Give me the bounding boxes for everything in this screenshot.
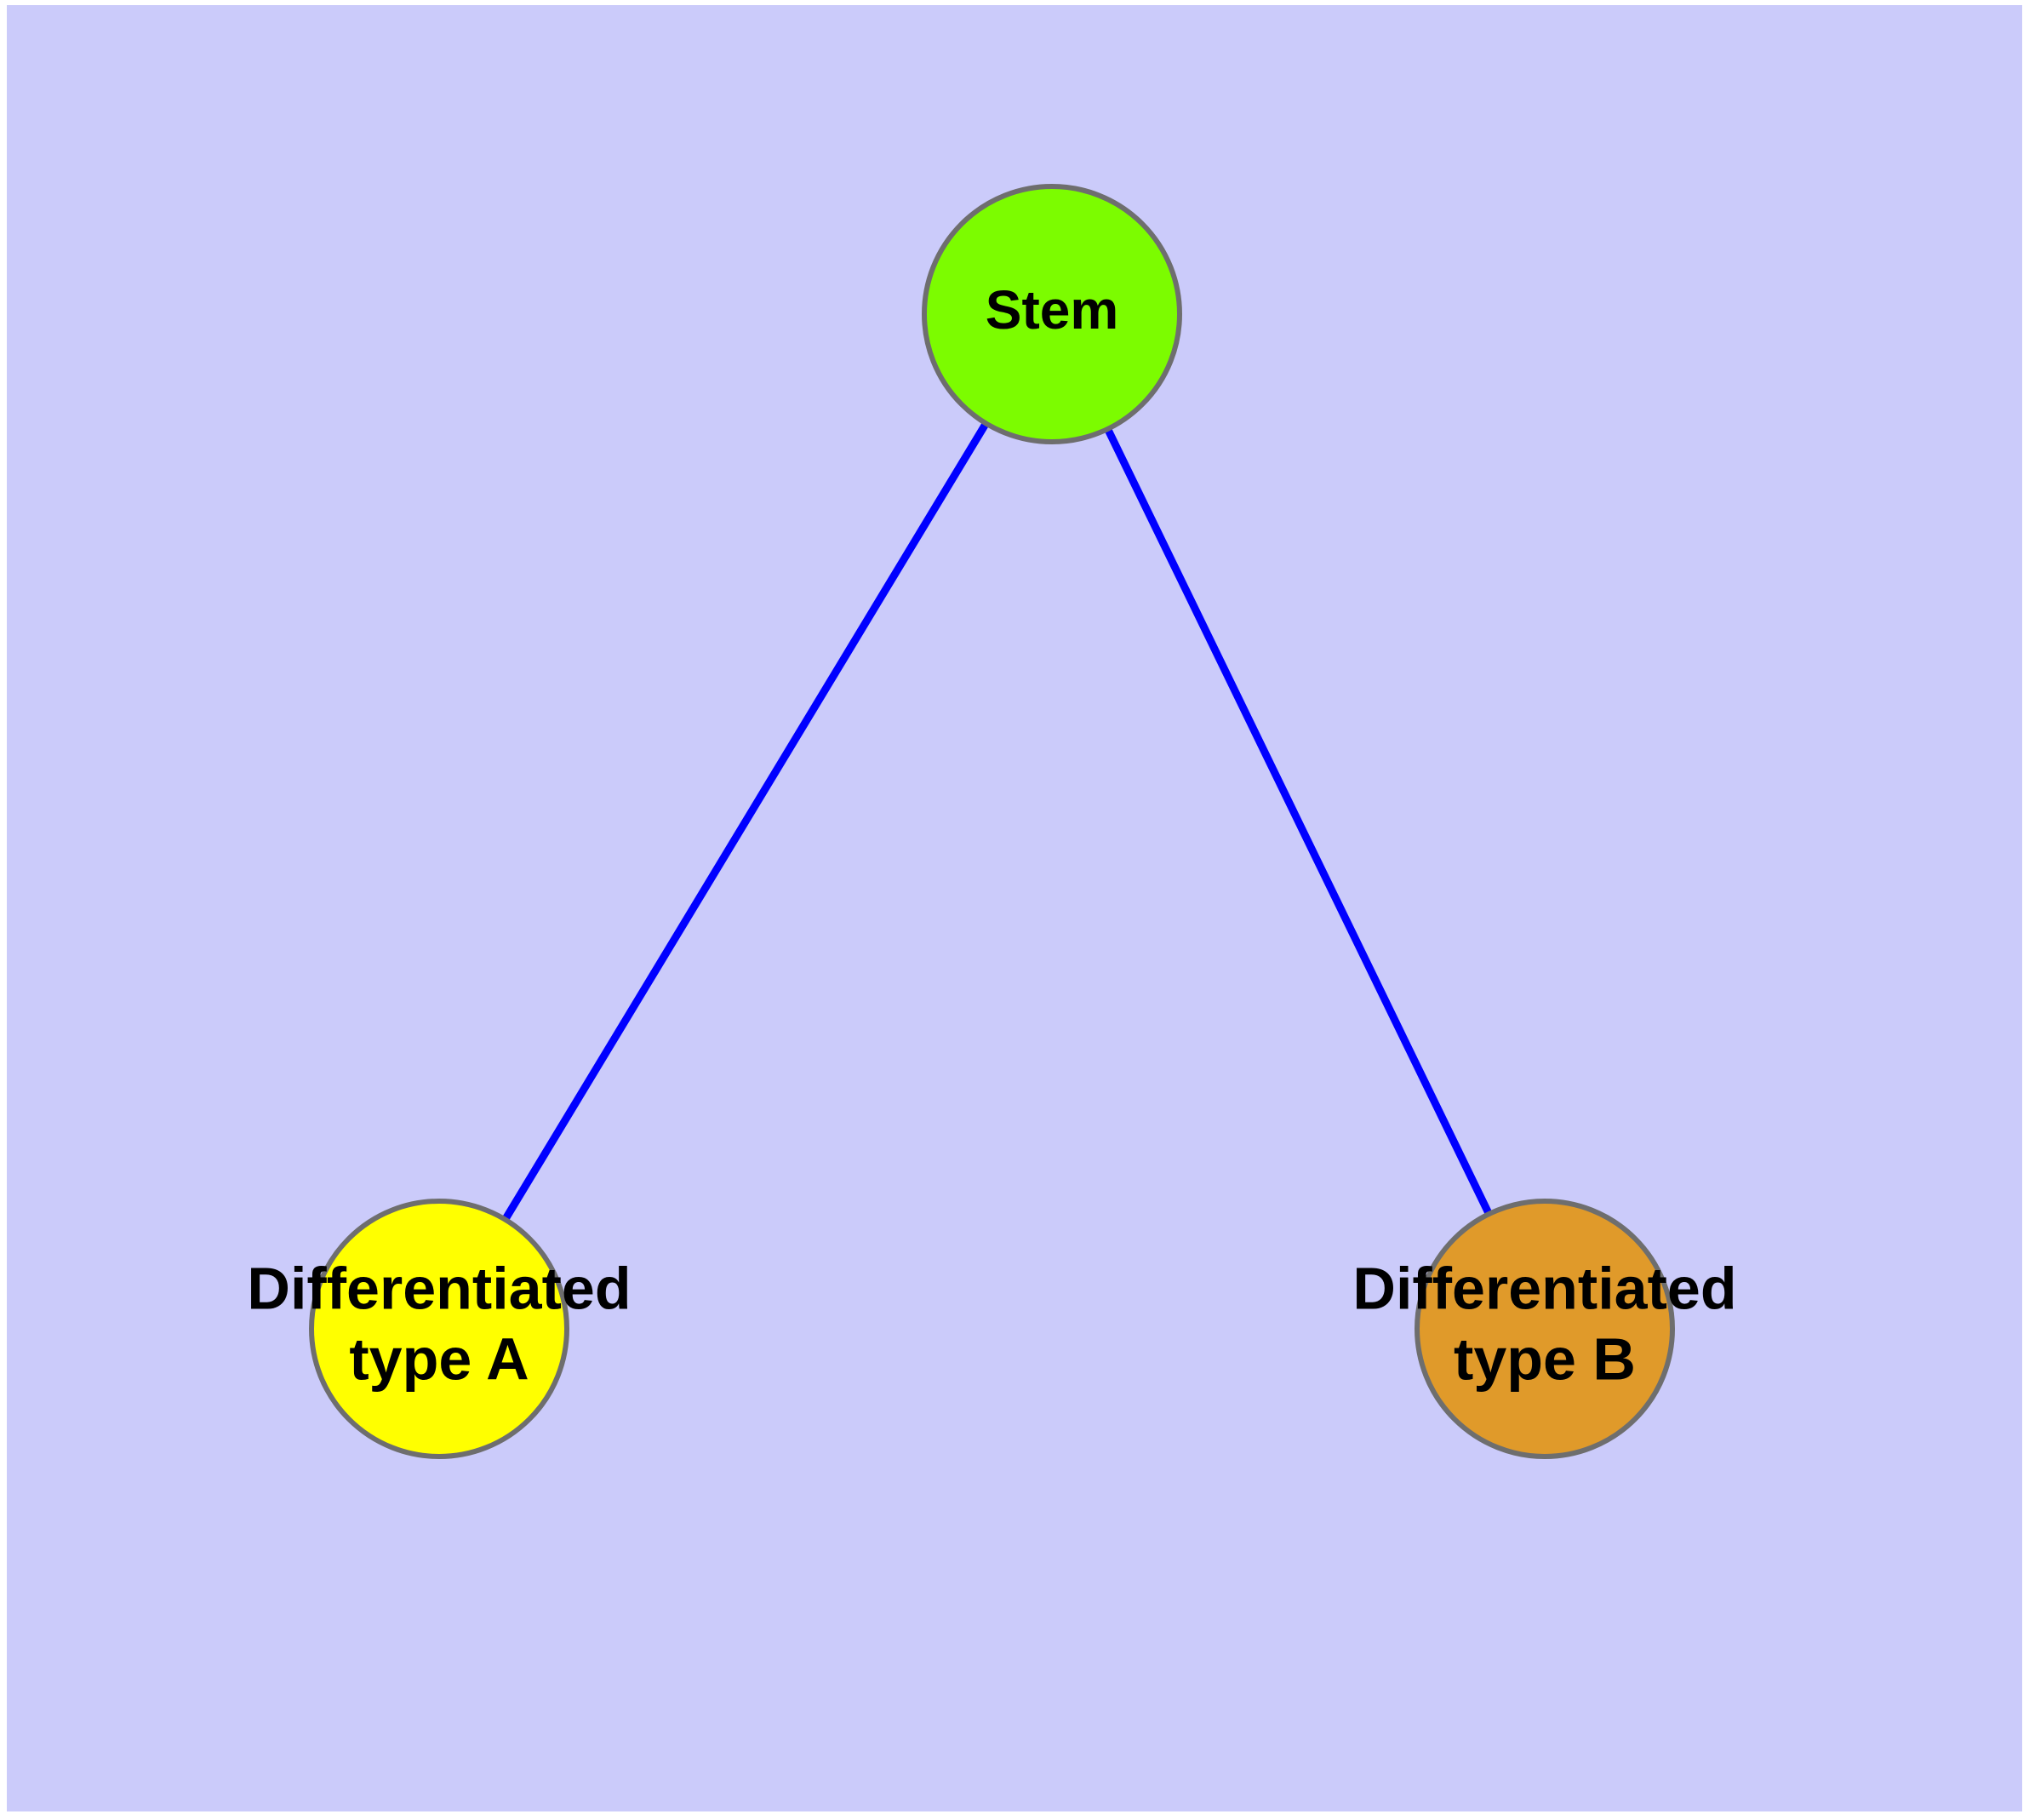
node-stem-circle[interactable] <box>922 184 1182 444</box>
node-stem-label: Stem <box>986 279 1119 341</box>
node-label-line: type A <box>349 1326 529 1393</box>
node-diff-a-circle[interactable] <box>309 1199 569 1459</box>
edge-stem-to-diff-a[interactable] <box>436 312 1055 1331</box>
node-stem[interactable]: Stem <box>922 184 1182 444</box>
node-label-line: Differentiated <box>1352 1256 1736 1322</box>
node-label-line: Differentiated <box>247 1256 631 1322</box>
node-label-line: type B <box>1454 1326 1636 1393</box>
edge-stem-to-diff-b[interactable] <box>1048 312 1549 1331</box>
node-diff-b-circle[interactable] <box>1415 1199 1675 1459</box>
node-label-line: Stem <box>986 279 1119 341</box>
edge-layer <box>436 312 1549 1331</box>
